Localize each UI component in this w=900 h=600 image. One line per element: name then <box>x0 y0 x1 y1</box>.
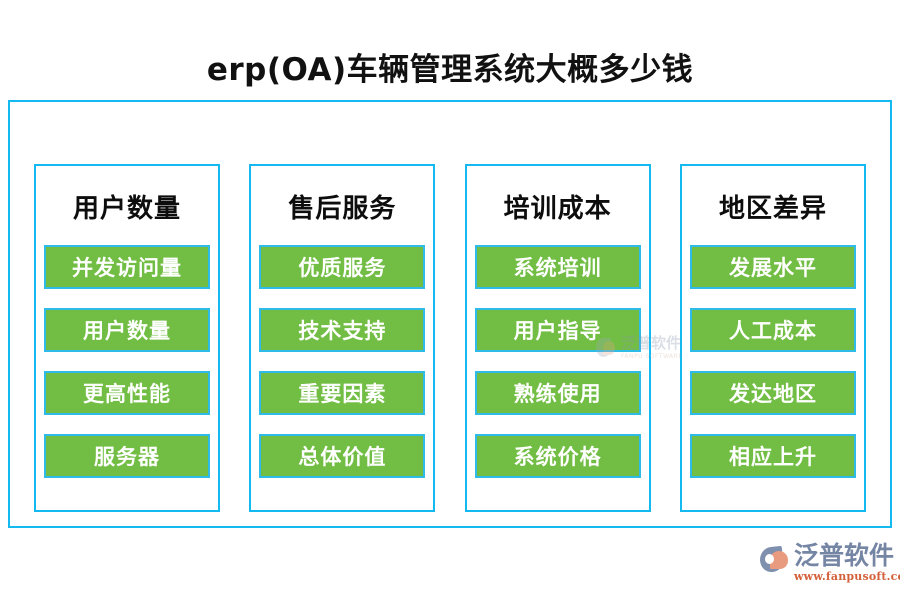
item-box[interactable]: 发展水平 <box>689 245 856 289</box>
column-header-2: 售后服务 <box>288 194 397 224</box>
item-list-1: 并发访问量 用户数量 更高性能 服务器 <box>36 245 218 478</box>
item-box[interactable]: 用户指导 <box>474 308 641 352</box>
item-box[interactable]: 优质服务 <box>259 245 426 289</box>
brand-company-name: 泛普软件 <box>794 541 895 570</box>
column-card-2: 售后服务 优质服务 技术支持 重要因素 总体价值 <box>249 164 436 512</box>
item-box[interactable]: 发达地区 <box>689 371 856 415</box>
column-card-3: 培训成本 系统培训 用户指导 熟练使用 系统价格 <box>464 164 651 512</box>
fanpu-logo-icon <box>758 544 792 574</box>
page-title: erp(OA)车辆管理系统大概多少钱 <box>206 52 694 88</box>
column-card-4: 地区差异 发展水平 人工成本 发达地区 相应上升 <box>679 164 866 512</box>
columns-container: 用户数量 并发访问量 用户数量 更高性能 服务器 售后服务 优质服务 技术支持 … <box>8 100 892 528</box>
item-box[interactable]: 并发访问量 <box>44 245 210 289</box>
brand-text: 泛普软件 www.fanpusoft.com <box>794 541 900 584</box>
item-list-4: 发展水平 人工成本 发达地区 相应上升 <box>682 245 864 478</box>
column-header-4: 地区差异 <box>718 194 827 224</box>
item-list-3: 系统培训 用户指导 熟练使用 系统价格 <box>467 245 649 478</box>
item-list-2: 优质服务 技术支持 重要因素 总体价值 <box>251 245 433 478</box>
item-box[interactable]: 技术支持 <box>259 308 426 352</box>
outer-frame <box>8 100 892 528</box>
item-box[interactable]: 更高性能 <box>44 371 210 415</box>
brand-website-url: www.fanpusoft.com <box>794 570 900 583</box>
item-box[interactable]: 服务器 <box>44 434 210 478</box>
item-box[interactable]: 相应上升 <box>689 434 856 478</box>
item-box[interactable]: 系统价格 <box>474 434 641 478</box>
column-header-3: 培训成本 <box>503 194 612 224</box>
column-header-1: 用户数量 <box>72 194 181 224</box>
item-box[interactable]: 人工成本 <box>689 308 856 352</box>
item-box[interactable]: 总体价值 <box>259 434 426 478</box>
item-box[interactable]: 重要因素 <box>259 371 426 415</box>
column-card-1: 用户数量 并发访问量 用户数量 更高性能 服务器 <box>34 164 220 512</box>
item-box[interactable]: 用户数量 <box>44 308 210 352</box>
item-box[interactable]: 熟练使用 <box>474 371 641 415</box>
brand-logo: 泛普软件 www.fanpusoft.com <box>758 542 900 586</box>
item-box[interactable]: 系统培训 <box>474 245 641 289</box>
